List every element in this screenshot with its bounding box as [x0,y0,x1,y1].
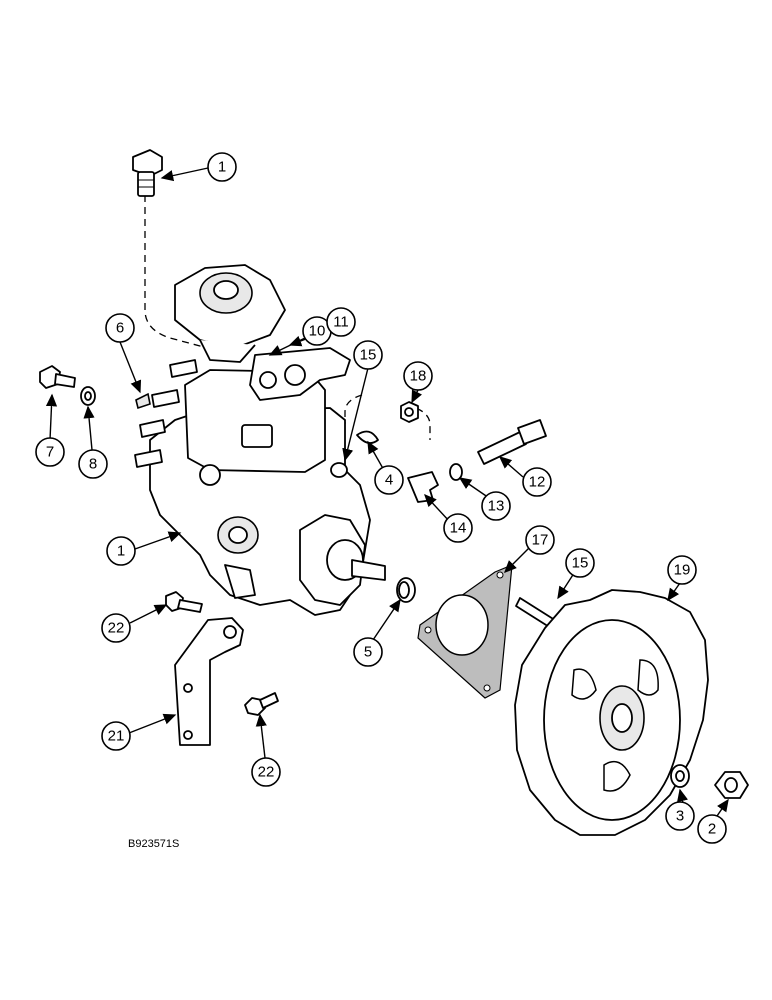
leader-20 [667,582,681,602]
callout-label: 10 [309,323,326,340]
callout-5: 5 [353,637,383,667]
leader-19 [504,544,533,573]
callout-20: 19 [667,555,697,585]
leader-14 [424,493,451,523]
callout-12: 12 [522,467,552,497]
callout-label: 15 [360,347,377,364]
leader-21 [128,713,177,734]
callout-22-upper: 22 [101,613,131,643]
callout-label: 11 [333,314,349,331]
callout-label: 4 [385,472,393,489]
callout-11: 11 [326,307,356,337]
callout-4: 4 [374,465,404,495]
callout-14: 14 [443,513,473,543]
callout-3: 3 [665,801,695,831]
leader-9 [160,167,209,182]
callout-21: 21 [101,721,131,751]
drawing-id-label: B923571S [128,838,180,850]
leader-6 [119,341,142,394]
callout-label: 17 [532,532,549,549]
leader-15 [342,367,369,462]
callout-6: 6 [105,313,135,343]
callout-label: 2 [708,821,716,838]
washer-6-part [135,392,151,410]
callout-label: 5 [364,644,372,661]
seal-ring-5-part [396,577,416,603]
callout-15: 15 [353,340,383,370]
leader-8 [83,405,95,451]
assembly-line-bolt-9 [144,195,216,351]
callout-label: 1 [218,159,226,176]
leader-22-upper [129,604,168,624]
washer-8-part [80,386,96,406]
callout-label: 1 [117,543,125,560]
callout-2: 2 [697,814,727,844]
callout-label: 22 [258,764,275,781]
leader-12 [498,456,524,478]
nut-18-part [400,401,419,423]
callout-label: 22 [108,620,125,637]
gasket-19-part [417,564,513,699]
screw-22-lower-part [244,692,279,716]
callout-label: 8 [89,456,97,473]
assembly-line-nut-18 [344,394,363,424]
lock-washer-3-part [670,764,690,788]
callout-8: 8 [78,449,108,479]
callout-label: 7 [46,444,54,461]
leader-5 [372,598,401,641]
callout-19: 17 [525,525,555,555]
callout-22-lower: 22 [251,757,281,787]
banjo-bolt-part [132,149,163,197]
leader-3 [677,788,688,804]
callout-label: 3 [676,808,684,825]
callout-label: 6 [116,320,124,337]
stud-12-part [477,419,547,465]
gear-20-part [514,589,709,836]
bolt-7-part [39,365,76,389]
key-4-part [356,430,379,444]
leader-2 [716,798,729,817]
bracket-21-part [174,617,244,746]
screw-22-upper-part [165,591,203,613]
callout-17: 15 [565,548,595,578]
leader-1 [134,531,182,550]
callout-9: 1 [207,152,237,182]
callout-label: 12 [529,474,546,491]
callout-label: 21 [108,728,125,745]
callout-label: 14 [450,520,467,537]
plate-14-part [407,471,439,503]
leader-7 [45,393,58,441]
injection-pump-part [134,264,386,616]
callout-label: 15 [572,555,589,572]
callout-18: 18 [403,361,433,391]
callout-7: 7 [35,437,65,467]
leader-18 [411,389,423,404]
callout-label: 18 [410,368,427,385]
callout-13: 13 [481,491,511,521]
callout-1: 1 [106,536,136,566]
callout-label: 19 [674,562,691,579]
o-ring-13-part [449,463,463,481]
leader-22-lower [255,713,267,759]
nut-2-part [714,771,749,799]
callout-label: 13 [488,498,505,515]
